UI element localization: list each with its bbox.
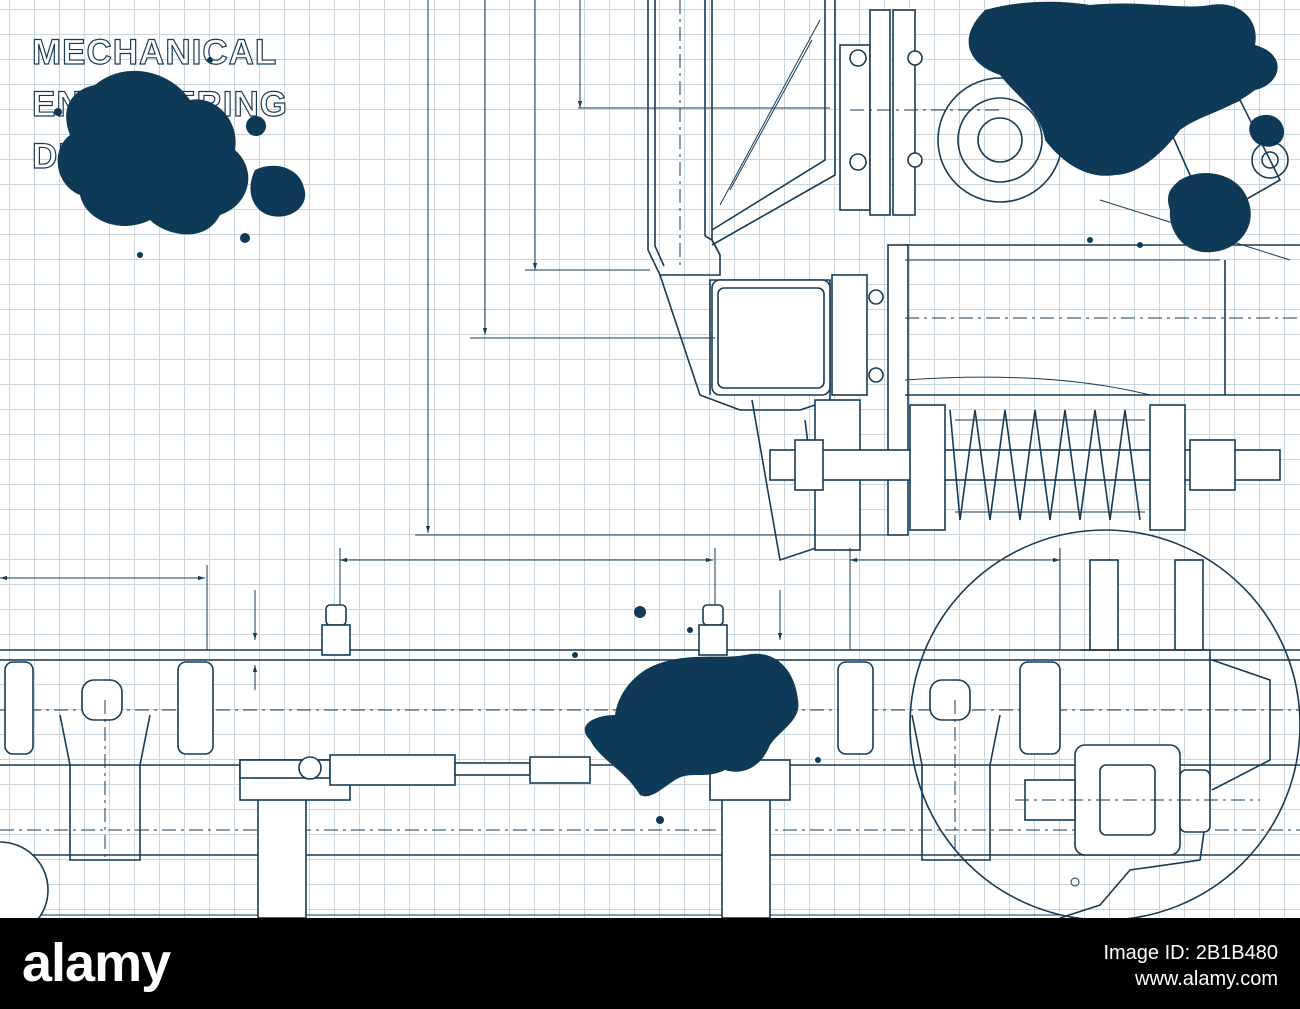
top-bolts [321,604,728,656]
watermark-url: www.alamy.com [1135,968,1278,990]
title-line-1: MECHANICAL [32,33,277,72]
actuator-rod [239,754,591,786]
watermark-logo: alamy [22,933,171,993]
roller-supports [0,661,1061,918]
ink-blots [54,1,1284,824]
upper-frame-assembly [647,0,1291,276]
detail-view [909,529,1300,918]
technical-drawing: MECHANICAL ENGINEERING DRAWINGS [0,0,1300,918]
blueprint-artwork: MECHANICAL ENGINEERING DRAWINGS [0,0,1300,918]
cylinder-housing [904,244,1300,396]
upper-dimensions [415,0,900,536]
spring-assembly [769,404,1281,531]
square-tube-mount [659,244,909,562]
lower-dimensions [0,548,1061,690]
watermark-image-id: Image ID: 2B1B480 [1103,942,1278,964]
watermark-bar: alamy Image ID: 2B1B480 www.alamy.com [0,918,1300,1009]
